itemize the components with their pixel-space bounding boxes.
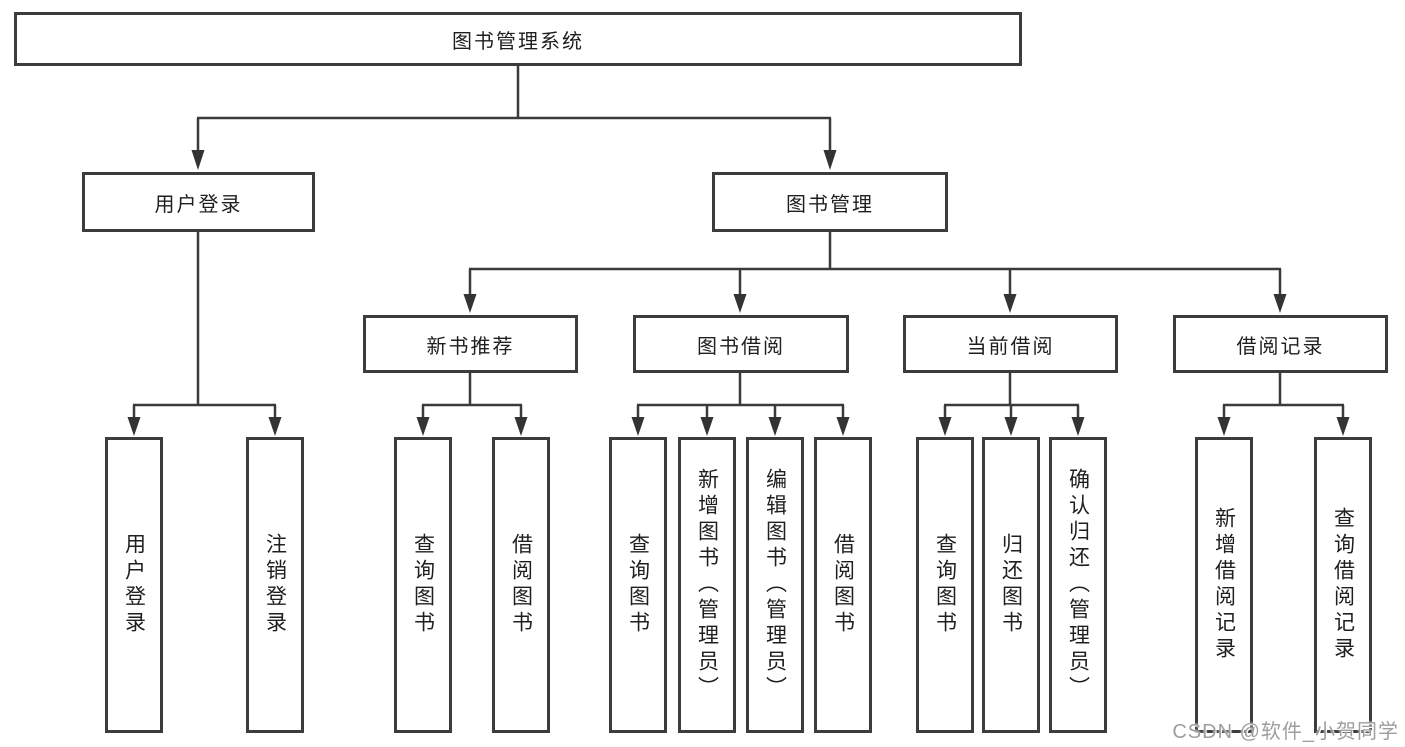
connector-management-to-level3	[463, 232, 1287, 313]
connector-recommend-to-leaves	[416, 373, 528, 436]
leaf-query-borrow-record: 查询借阅记录	[1314, 437, 1372, 733]
leaf-recommend-borrow-books-label: 借阅图书	[509, 533, 533, 637]
node-book-borrow-label: 图书借阅	[697, 335, 785, 358]
node-book-management: 图书管理	[712, 172, 948, 232]
leaf-borrow-books: 借阅图书	[814, 437, 872, 733]
leaf-return-books: 归还图书	[982, 437, 1040, 733]
leaf-borrow-query-books: 查询图书	[609, 437, 667, 733]
leaf-confirm-return-admin: 确认归还（管理员）	[1049, 437, 1107, 733]
leaf-recommend-query-books-label: 查询图书	[411, 533, 435, 637]
leaf-return-books-label: 归还图书	[999, 533, 1023, 637]
leaf-add-borrow-record-label: 新增借阅记录	[1212, 507, 1236, 663]
leaf-logout-label: 注销登录	[263, 533, 287, 637]
node-root-system: 图书管理系统	[14, 12, 1022, 66]
connector-root-to-level2	[191, 66, 837, 170]
leaf-edit-books-admin-label: 编辑图书（管理员）	[763, 468, 787, 702]
connector-current-to-leaves	[938, 373, 1085, 436]
node-new-book-recommend: 新书推荐	[363, 315, 578, 373]
leaf-logout: 注销登录	[246, 437, 304, 733]
leaf-add-books-admin-label: 新增图书（管理员）	[695, 468, 719, 702]
connector-login-to-leaves	[127, 232, 282, 436]
connector-borrow-to-leaves	[631, 373, 850, 436]
node-borrow-records: 借阅记录	[1173, 315, 1388, 373]
node-user-login-label: 用户登录	[154, 193, 243, 216]
leaf-confirm-return-admin-label: 确认归还（管理员）	[1066, 468, 1090, 702]
node-borrow-records-label: 借阅记录	[1236, 335, 1325, 358]
node-book-management-label: 图书管理	[786, 193, 874, 216]
leaf-borrow-books-label: 借阅图书	[831, 533, 855, 637]
leaf-recommend-borrow-books: 借阅图书	[492, 437, 550, 733]
leaf-edit-books-admin: 编辑图书（管理员）	[746, 437, 804, 733]
leaf-current-query-books-label: 查询图书	[933, 533, 957, 637]
node-user-login: 用户登录	[82, 172, 315, 232]
leaf-current-query-books: 查询图书	[916, 437, 974, 733]
connector-records-to-leaves	[1217, 373, 1350, 436]
leaf-add-borrow-record: 新增借阅记录	[1195, 437, 1253, 733]
node-book-borrow: 图书借阅	[633, 315, 849, 373]
leaf-recommend-query-books: 查询图书	[394, 437, 452, 733]
node-root-label: 图书管理系统	[452, 30, 584, 53]
node-new-book-recommend-label: 新书推荐	[426, 335, 515, 358]
node-current-borrow-label: 当前借阅	[966, 335, 1055, 358]
leaf-user-login: 用户登录	[105, 437, 163, 733]
leaf-add-books-admin: 新增图书（管理员）	[678, 437, 736, 733]
leaf-borrow-query-books-label: 查询图书	[626, 533, 650, 637]
node-current-borrow: 当前借阅	[903, 315, 1118, 373]
leaf-query-borrow-record-label: 查询借阅记录	[1331, 507, 1355, 663]
leaf-user-login-label: 用户登录	[122, 533, 146, 637]
